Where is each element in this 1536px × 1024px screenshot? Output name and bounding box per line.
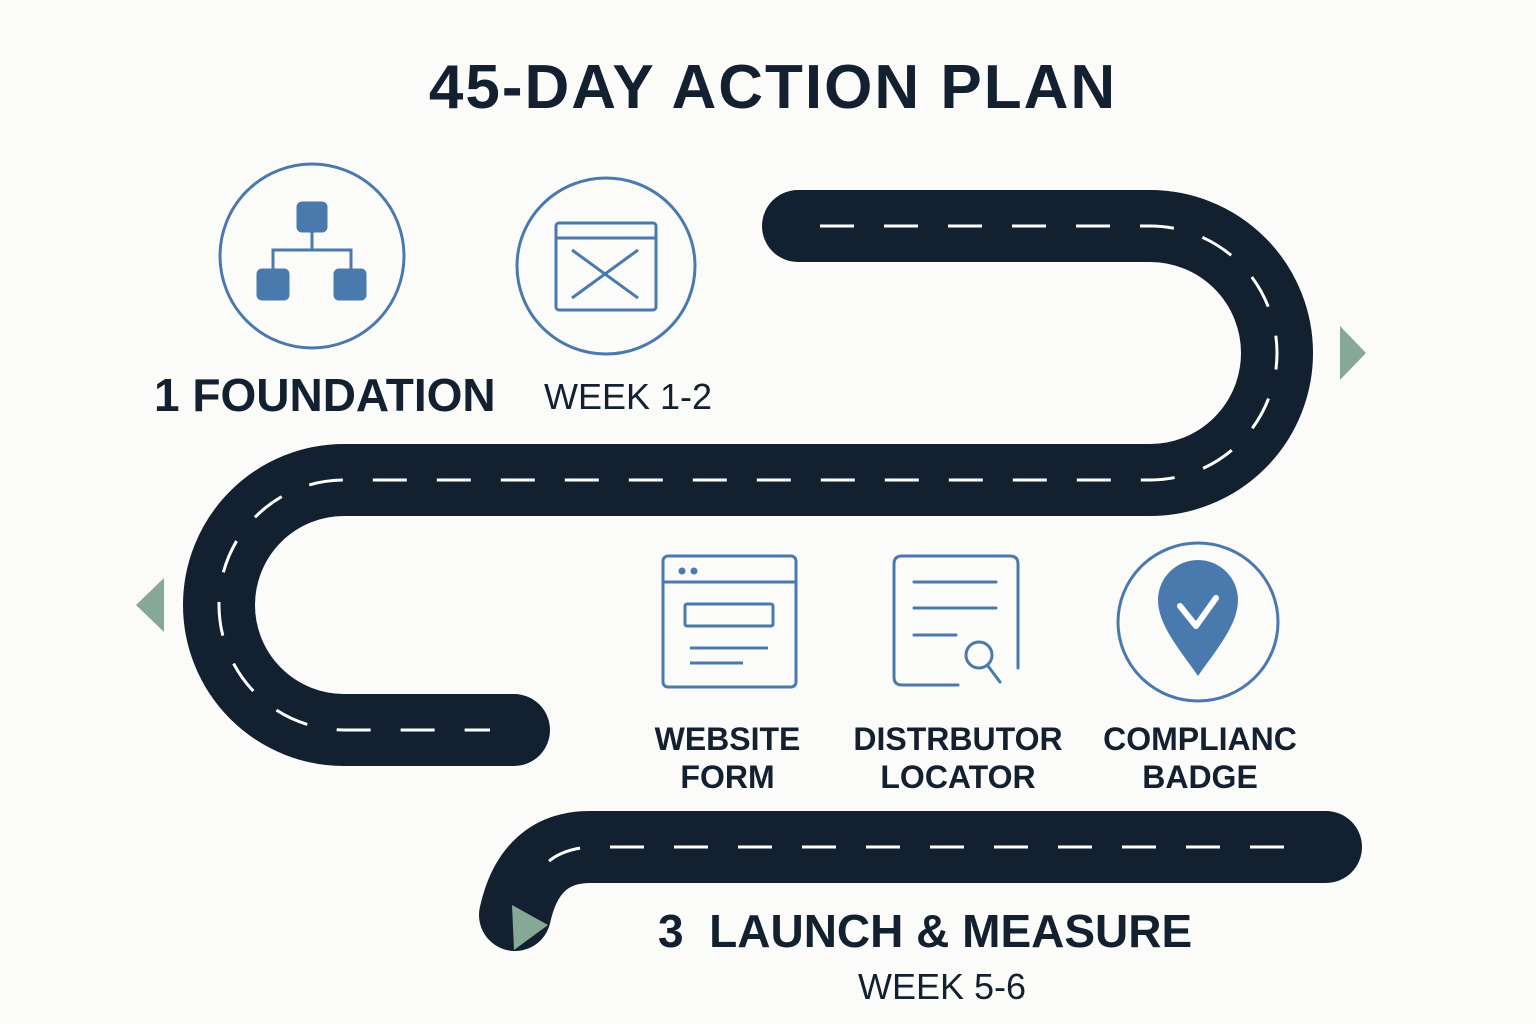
location-check-icon <box>1116 541 1280 703</box>
phase-3-name: LAUNCH & MEASURE <box>709 905 1193 957</box>
feature-label-line1: DISTRBUTOR <box>853 721 1063 757</box>
page-title: 45-DAY ACTION PLAN <box>428 53 1118 122</box>
arrow-right-icon <box>1340 326 1366 380</box>
phase-1-title: 1 FOUNDATION <box>154 368 496 422</box>
road-center-dashes <box>217 224 1279 732</box>
feature-label-line1: WEBSITE <box>654 721 801 757</box>
phase-1-number: 1 <box>154 369 180 421</box>
browser-x-icon <box>515 176 697 356</box>
feature-label-line2: BADGE <box>1142 759 1258 795</box>
website-form-icon <box>661 554 798 689</box>
phase-1-name: FOUNDATION <box>192 369 496 421</box>
phase-3-week: WEEK 5-6 <box>858 966 1027 1007</box>
feature-label-line1: COMPLIANC <box>1103 721 1297 757</box>
phase-3-title: 3 LAUNCH & MEASURE <box>658 904 1192 958</box>
road-segment-bottom <box>479 811 1362 951</box>
hierarchy-icon <box>218 162 406 350</box>
document-search-icon <box>892 554 1020 687</box>
road-segment-top <box>183 190 1313 766</box>
arrow-down-icon <box>512 905 548 950</box>
phase-3-number: 3 <box>658 905 684 957</box>
road-center-dashes-bottom <box>533 845 1284 881</box>
feature-label-line2: LOCATOR <box>880 759 1036 795</box>
phase-1-week: WEEK 1-2 <box>544 376 713 417</box>
feature-label-line2: FORM <box>680 759 775 795</box>
arrow-left-icon <box>136 578 164 632</box>
